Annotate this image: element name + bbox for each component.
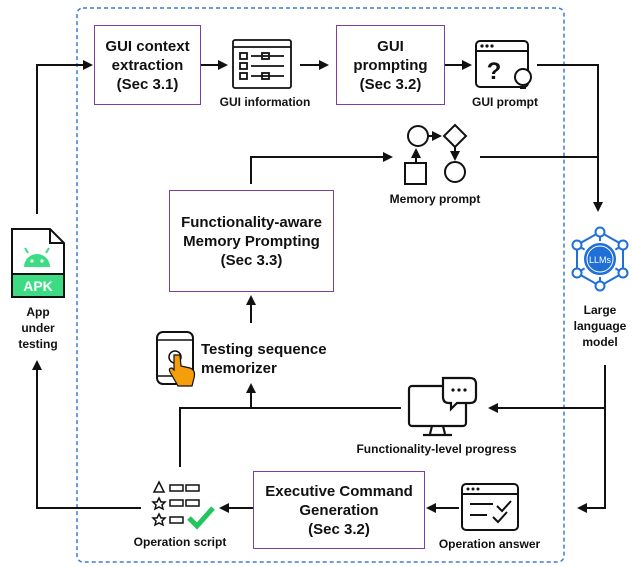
monitor-chat-icon — [407, 376, 478, 437]
check-mark-icon — [187, 506, 215, 530]
operation-script-label: Operation script — [133, 535, 227, 549]
operation-script-icon — [151, 480, 215, 530]
llm-label: Large language model — [573, 303, 627, 349]
memory-prompt-icon — [404, 123, 468, 185]
connectors — [32, 60, 606, 513]
phone-touch-icon — [156, 331, 196, 387]
gui-prompt-icon: ? — [475, 40, 532, 89]
operation-answer-label: Operation answer — [438, 537, 541, 551]
arrow-app-to-context — [36, 60, 93, 214]
arrow-script-to-app — [32, 360, 141, 509]
gui-prompt-label: GUI prompt — [472, 95, 538, 109]
apk-text: APK — [23, 278, 53, 294]
apk-icon: APK — [11, 228, 65, 298]
gui-prompting-box: GUI prompting (Sec 3.2) — [336, 25, 445, 105]
question-mark: ? — [487, 58, 502, 85]
testing-sequence-label: Testing sequence memorizer — [201, 341, 327, 377]
app-under-testing-label: App under testing — [18, 305, 58, 351]
memory-prompt-label: Memory prompt — [389, 192, 481, 206]
functionality-progress-label: Functionality-level progress — [356, 442, 517, 456]
llm-badge-text: LLMs — [589, 255, 612, 265]
gui-information-icon — [232, 39, 292, 89]
arrow-prompt-to-llm — [537, 64, 603, 212]
arrow-llm-to-answer — [577, 408, 606, 513]
llm-icon: LLMs — [571, 226, 629, 292]
arrow-progress-line — [179, 407, 401, 467]
executive-command-box: Executive Command Generation (Sec 3.2) — [253, 471, 425, 549]
memory-prompting-box: Functionality-aware Memory Prompting (Se… — [169, 190, 334, 292]
hand-icon — [168, 354, 196, 387]
gui-context-extraction-box: GUI context extraction (Sec 3.1) — [94, 25, 201, 105]
android-head-icon — [24, 254, 50, 267]
operation-answer-icon — [461, 483, 519, 531]
arrow-memprompting-to-prompt — [250, 152, 393, 184]
gui-information-label: GUI information — [219, 95, 311, 109]
arrow-llm-to-progress — [488, 365, 606, 413]
